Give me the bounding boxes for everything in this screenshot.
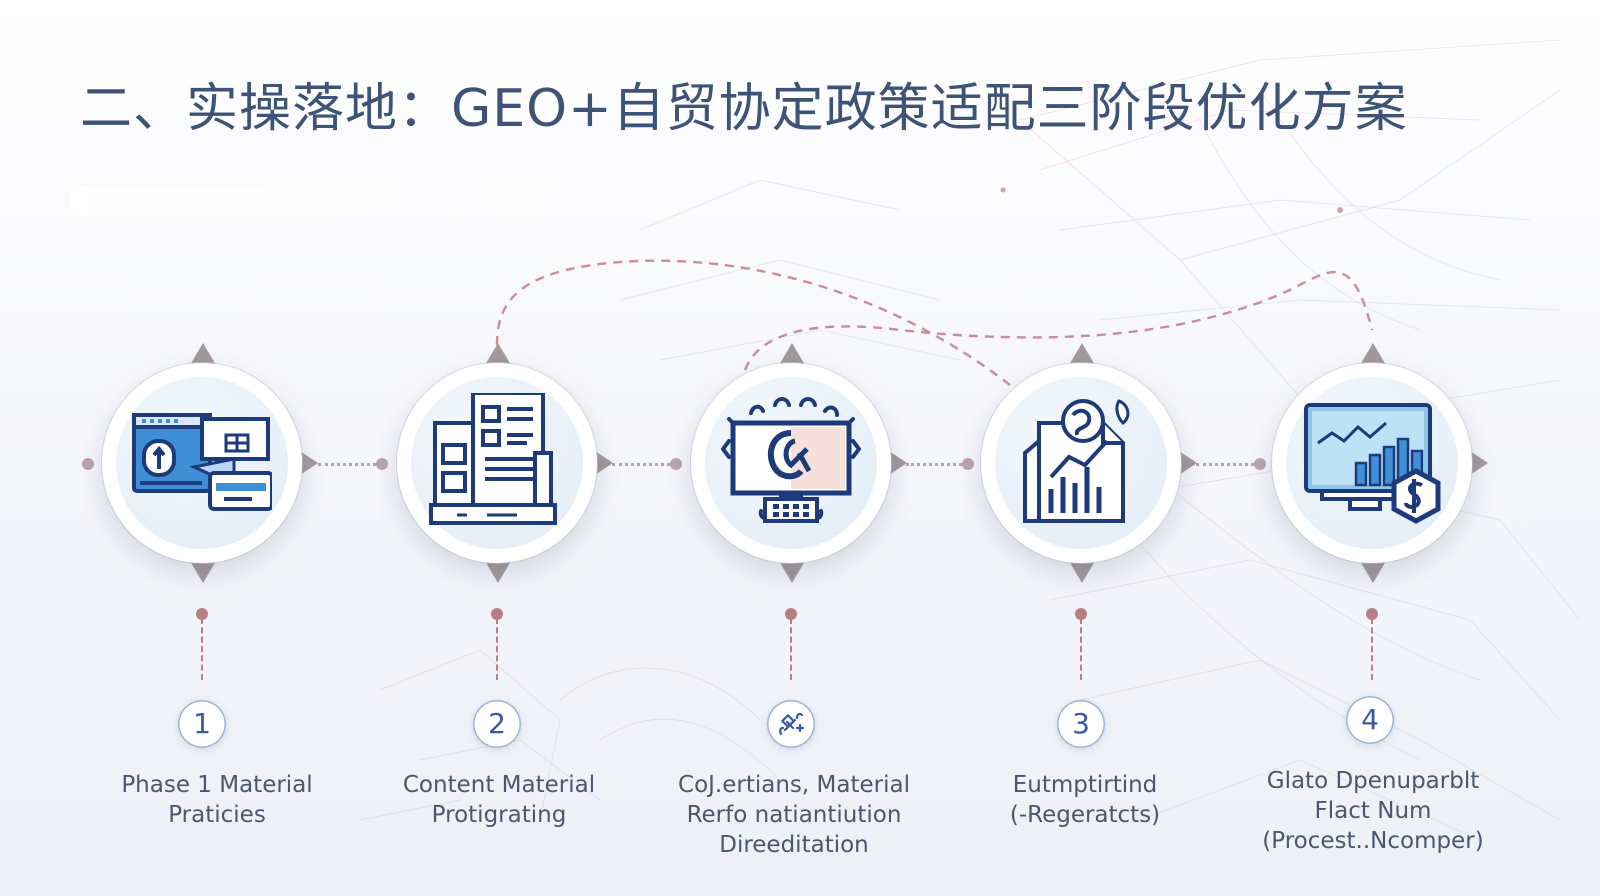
marker-top [1069,343,1095,365]
stage-3[interactable] [691,343,907,583]
marker-top [190,343,216,365]
marker-top [1360,343,1386,365]
stem-dot [491,608,503,620]
marker-bottom [485,561,511,583]
arrow-right [300,451,318,475]
stage-number-2: 2 [473,700,521,748]
marker-bottom [779,561,805,583]
arrow-right [889,451,907,475]
marker-top [485,343,511,365]
label-line: Flact Num [1314,798,1432,824]
report-chart-icon [1023,399,1130,523]
arrow-right [595,451,613,475]
stem-line [496,618,500,680]
connector-2-3 [612,463,676,466]
stage-number-4: 3 [1057,700,1105,748]
marker-top [779,343,805,365]
marker-bottom [1069,561,1095,583]
connector-dot [376,458,388,470]
stem-dot [785,608,797,620]
arrow-right [1470,451,1488,475]
label-line: Eutmptirtind [1012,772,1158,798]
stage-1[interactable] [102,343,318,583]
connector-3-4 [906,463,968,466]
stage-label-5: Glato Dpenuparblt Flact Num (Procest..Nc… [1223,766,1523,856]
connector-dot [962,458,974,470]
page-title: 二、实操落地：GEO+自贸协定政策适配三阶段优化方案 [80,79,1408,139]
stem-line [201,618,205,680]
label-line: Phase 1 Material [121,772,313,798]
connector-dot [1254,458,1266,470]
stage-number-5: 4 [1346,696,1394,744]
stage-label-2: Content Material Protigrating [359,770,639,830]
monitor-process-icon [721,397,861,523]
stem-line [790,618,794,680]
browser-window-icon [132,413,272,511]
document-layout-icon [429,393,557,525]
label-line: CoJ.ertians, Material [678,772,910,798]
stage-number-1: 1 [178,700,226,748]
stage-label-4: Eutmptirtind (-Regeratcts) [945,770,1225,830]
stage-4[interactable] [981,343,1197,583]
label-line: Rerfo natiantiution [686,802,902,828]
stage-2[interactable] [397,343,613,583]
label-line: Content Material [402,772,596,798]
connector-dot [82,458,94,470]
marker-bottom [190,561,216,583]
stem-dot [1366,608,1378,620]
satellite-icon [779,712,805,736]
label-line: Glato Dpenuparblt [1266,768,1480,794]
label-line: Protigrating [431,802,567,828]
arrow-right [1179,451,1197,475]
stem-line [1080,618,1084,680]
label-line: (-Regeratcts) [1009,802,1161,828]
connector-1-2 [318,463,382,466]
label-line: (Procest..Ncomper) [1262,828,1484,854]
stage-5[interactable] [1272,343,1488,583]
stage-label-3: CoJ.ertians, Material Rerfo natiantiutio… [644,770,944,860]
connector-4-5 [1196,463,1260,466]
stem-dot [1075,608,1087,620]
stem-line [1371,618,1375,680]
connector-dot [670,458,682,470]
title-underglow [70,186,630,216]
label-line: Direeditation [719,832,869,858]
stem-dot [196,608,208,620]
stage-label-1: Phase 1 Material Praticies [77,770,357,830]
label-line: Praticies [168,802,266,828]
finance-dashboard-icon [1304,403,1441,524]
marker-bottom [1360,561,1386,583]
stage-number-3 [767,700,815,748]
